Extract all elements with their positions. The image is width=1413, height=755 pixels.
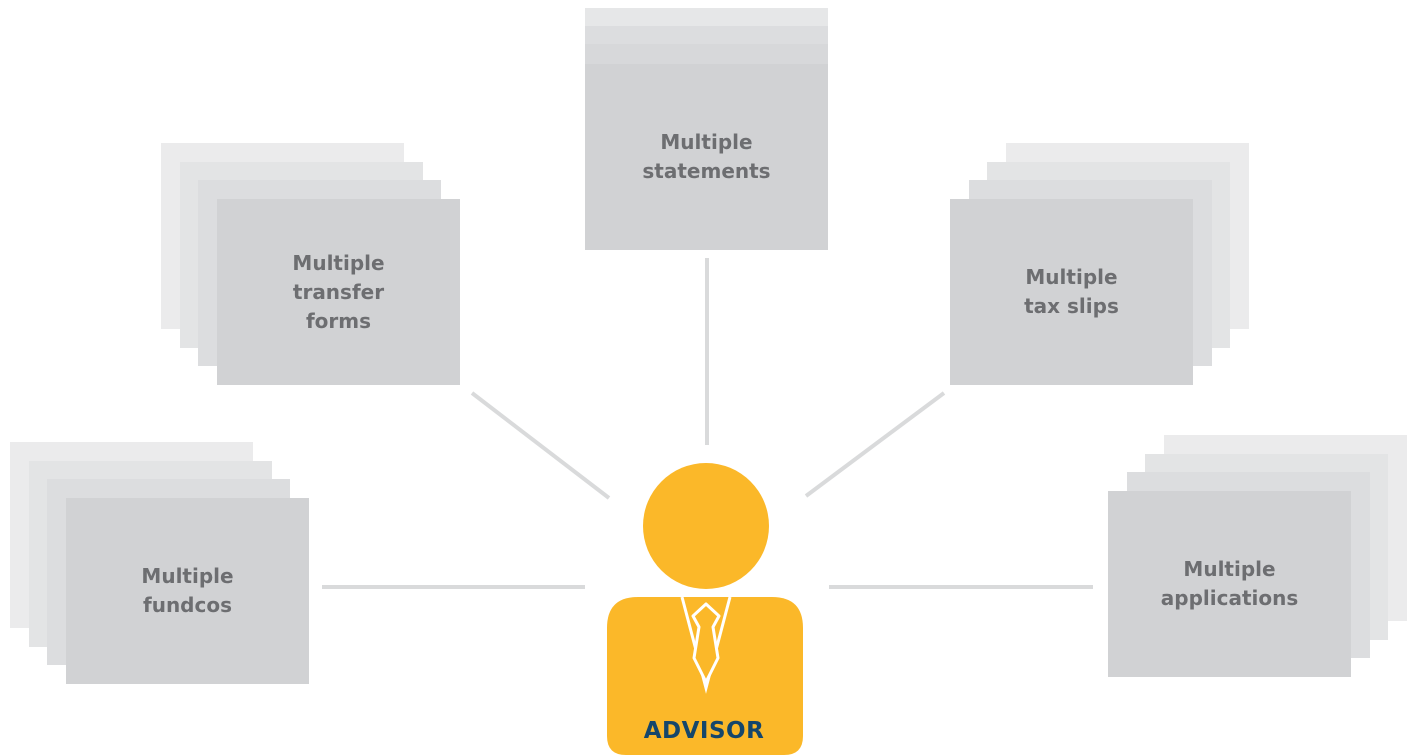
advisor-tie [691,602,721,684]
node-transfer-forms-label: Multiple transfer forms [217,199,460,385]
page-stack-near [585,44,828,64]
node-applications-label: Multiple applications [1108,491,1351,677]
page-stack-back [585,8,828,26]
connector-tax-slips [804,391,946,498]
advisor-collar [680,596,732,694]
node-tax-slips-label: Multiple tax slips [950,199,1193,385]
advisor-icon [607,463,803,755]
connector-transfer-forms [470,391,611,500]
advisor-head [643,463,769,589]
node-fundcos-label: Multiple fundcos [66,498,309,684]
node-statements-label: Multiple statements [585,64,828,250]
advisor-label: ADVISOR [643,718,765,744]
page-stack-middle [585,26,828,44]
